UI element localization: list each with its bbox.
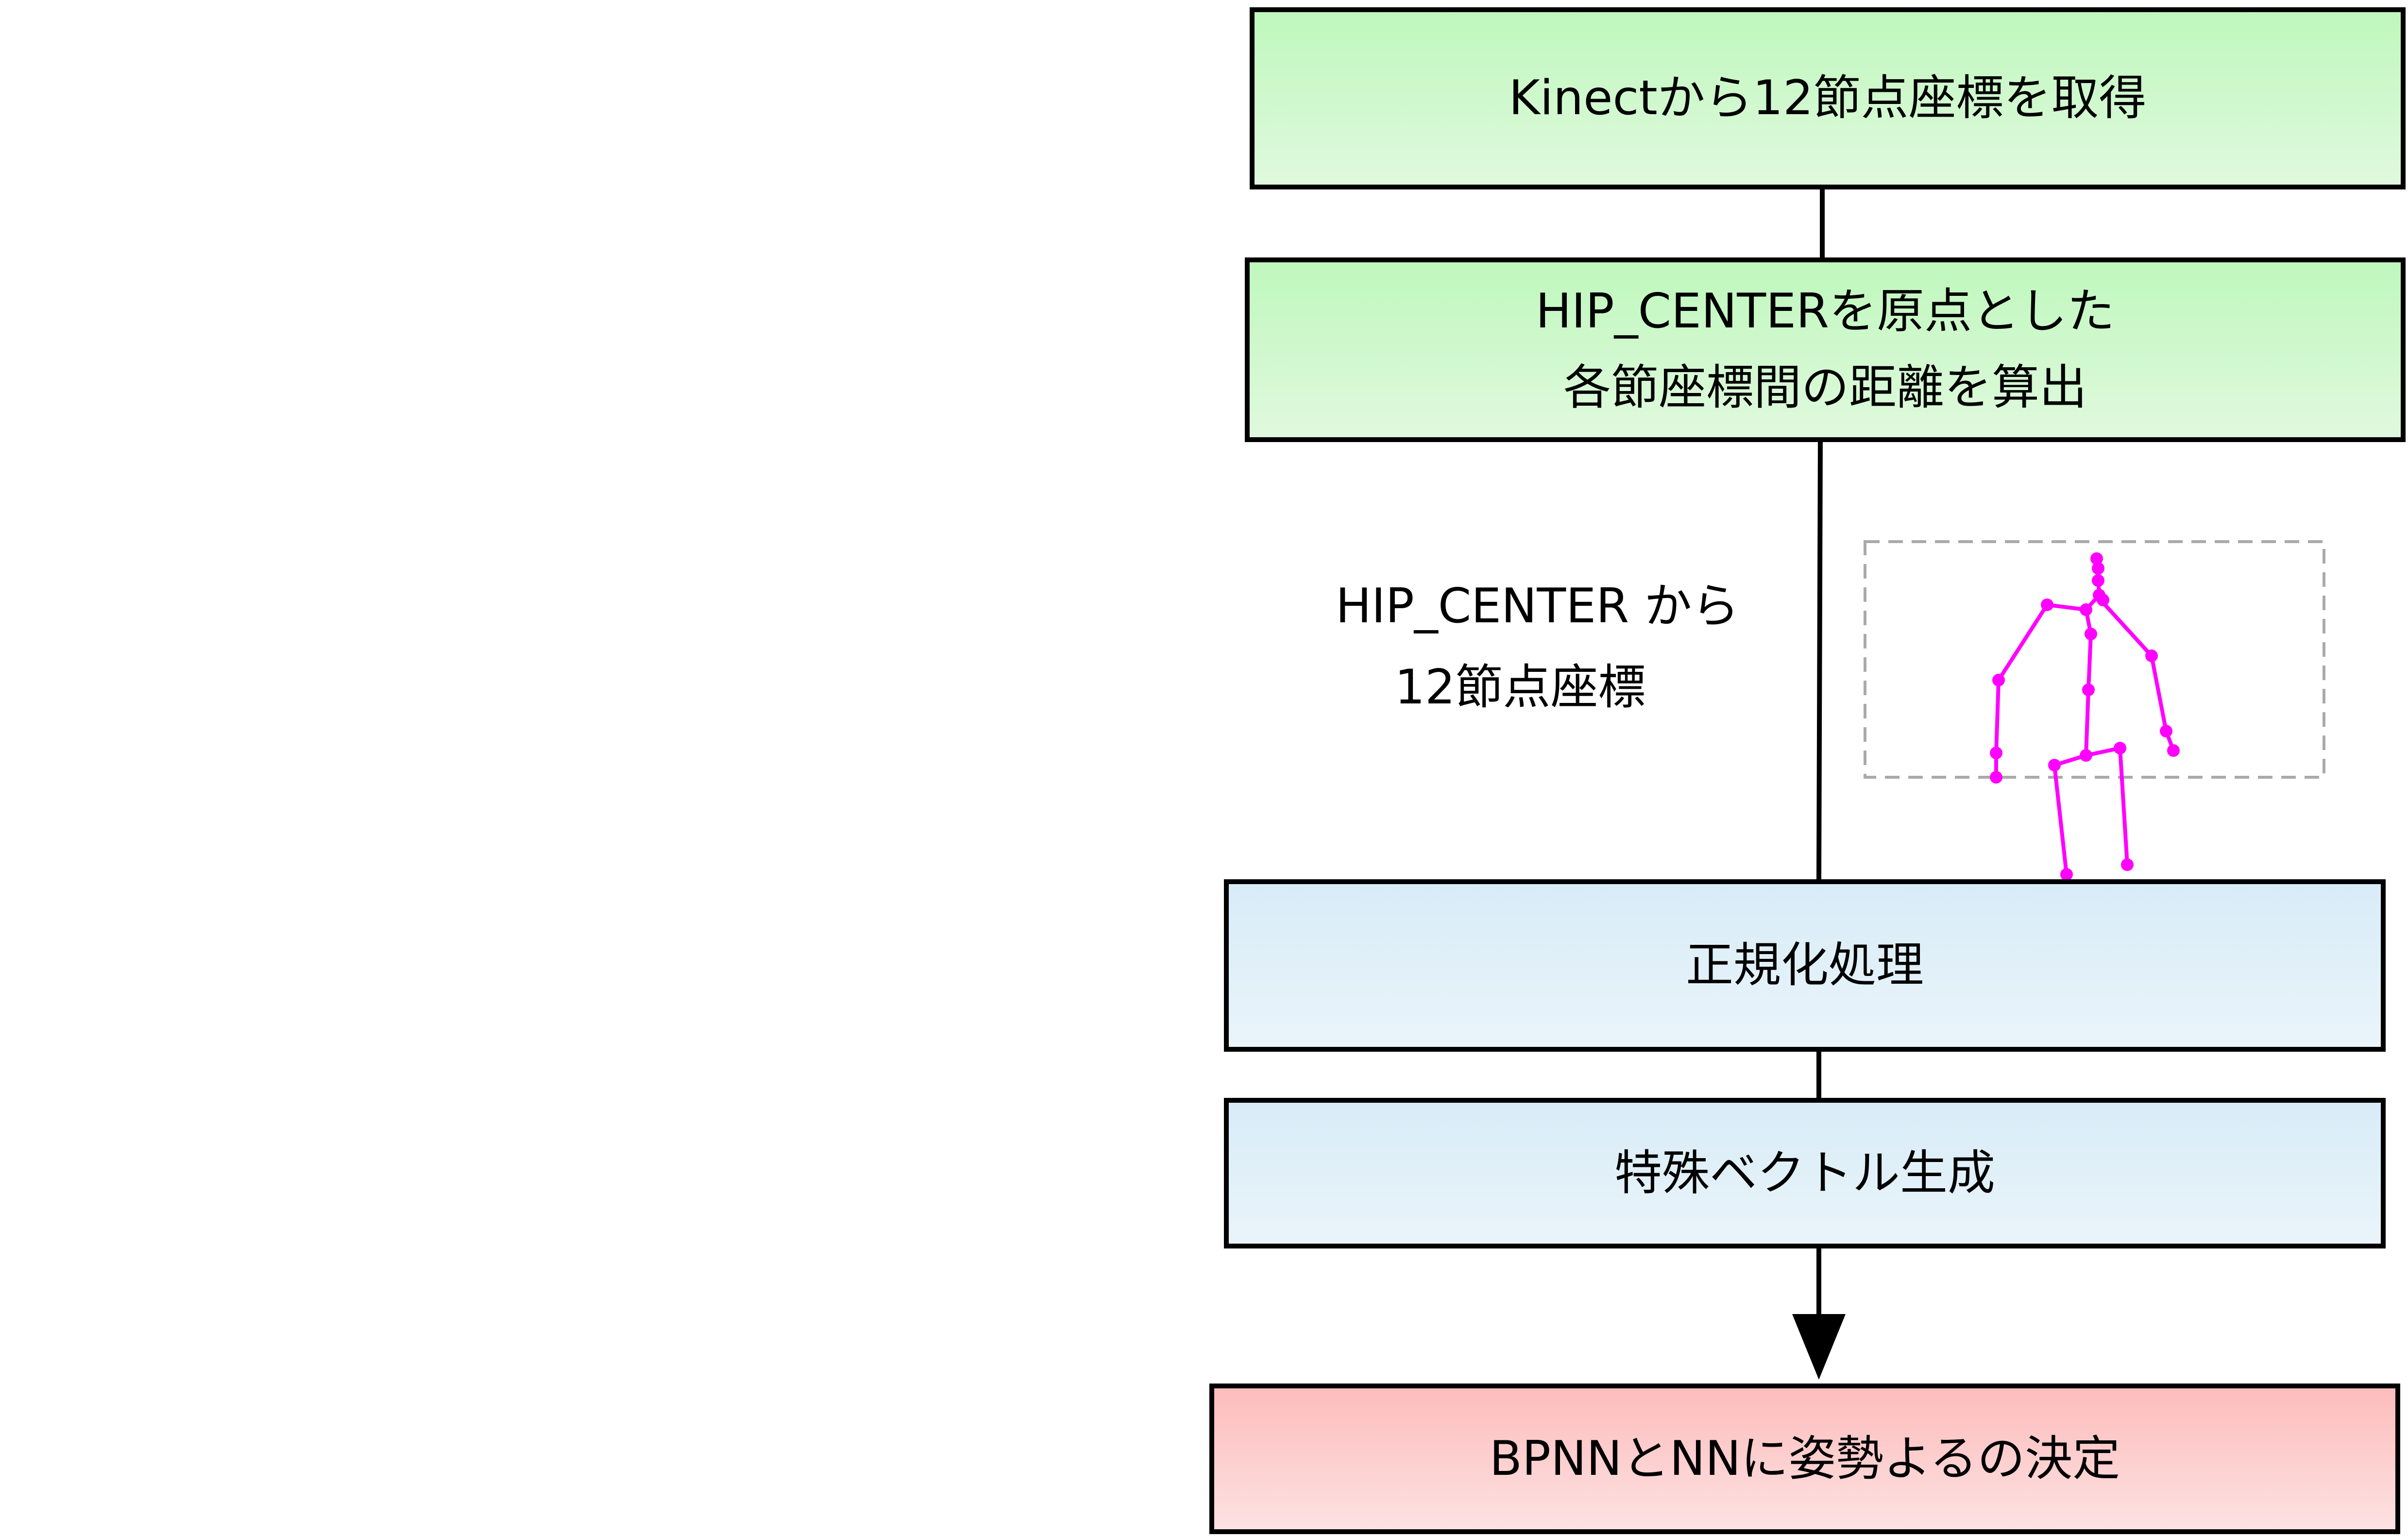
connector-2-3	[1816, 439, 1823, 880]
step-3-line-1: 正規化処理	[1685, 938, 1924, 993]
edge-label-line-1: HIP_CENTER から	[1336, 579, 1740, 634]
skeleton-dashed-frame	[1864, 540, 2325, 779]
edge-label: HIP_CENTER から 12節点座標	[1336, 566, 1740, 728]
step-box-posture-decision: BPNNとNNに姿勢よるの決定	[1209, 1384, 2400, 1534]
step-2-line-1: HIP_CENTERを原点とした	[1535, 284, 2115, 340]
step-box-compute-distances: HIP_CENTERを原点とした 各節座標間の距離を算出	[1245, 257, 2406, 442]
step-1-line-1: Kinectから12節点座標を取得	[1509, 70, 2147, 126]
step-4-line-1: 特殊ベクトル生成	[1614, 1145, 1995, 1201]
kinect-skeleton-icon	[1864, 540, 2325, 881]
step-box-feature-vector: 特殊ベクトル生成	[1224, 1098, 2386, 1248]
step-5-line-1: BPNNとNNに姿勢よるの決定	[1489, 1431, 2120, 1487]
arrow-down-icon	[1792, 1314, 1846, 1380]
step-box-acquire-coordinates: Kinectから12節点座標を取得	[1250, 7, 2406, 189]
skeleton-joints	[1990, 552, 2180, 881]
step-2-line-2: 各節座標間の距離を算出	[1563, 360, 2087, 415]
edge-label-line-2: 12節点座標	[1394, 659, 1646, 715]
step-box-normalization: 正規化処理	[1224, 879, 2386, 1052]
